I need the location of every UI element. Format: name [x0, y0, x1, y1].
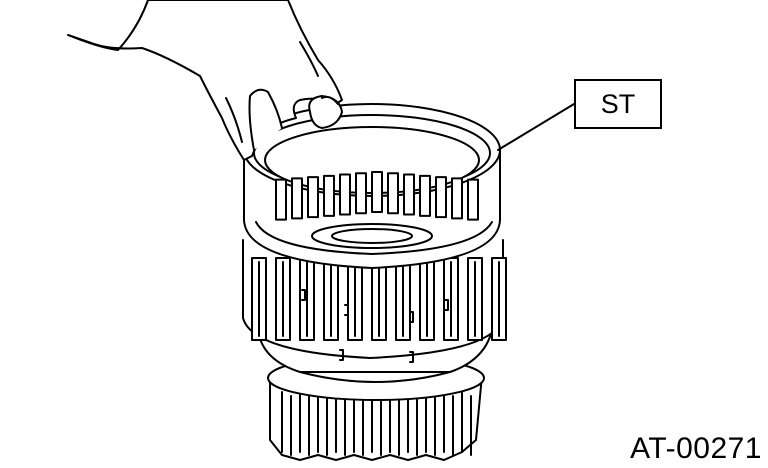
callout-leader-line: [497, 103, 575, 151]
splined-drum: [242, 239, 507, 363]
hand: [67, 0, 343, 161]
inner-splines: [275, 171, 479, 249]
callout-text: ST: [600, 88, 636, 119]
callout-label-st: ST: [574, 79, 662, 129]
figure-number: AT-00271: [630, 432, 762, 465]
